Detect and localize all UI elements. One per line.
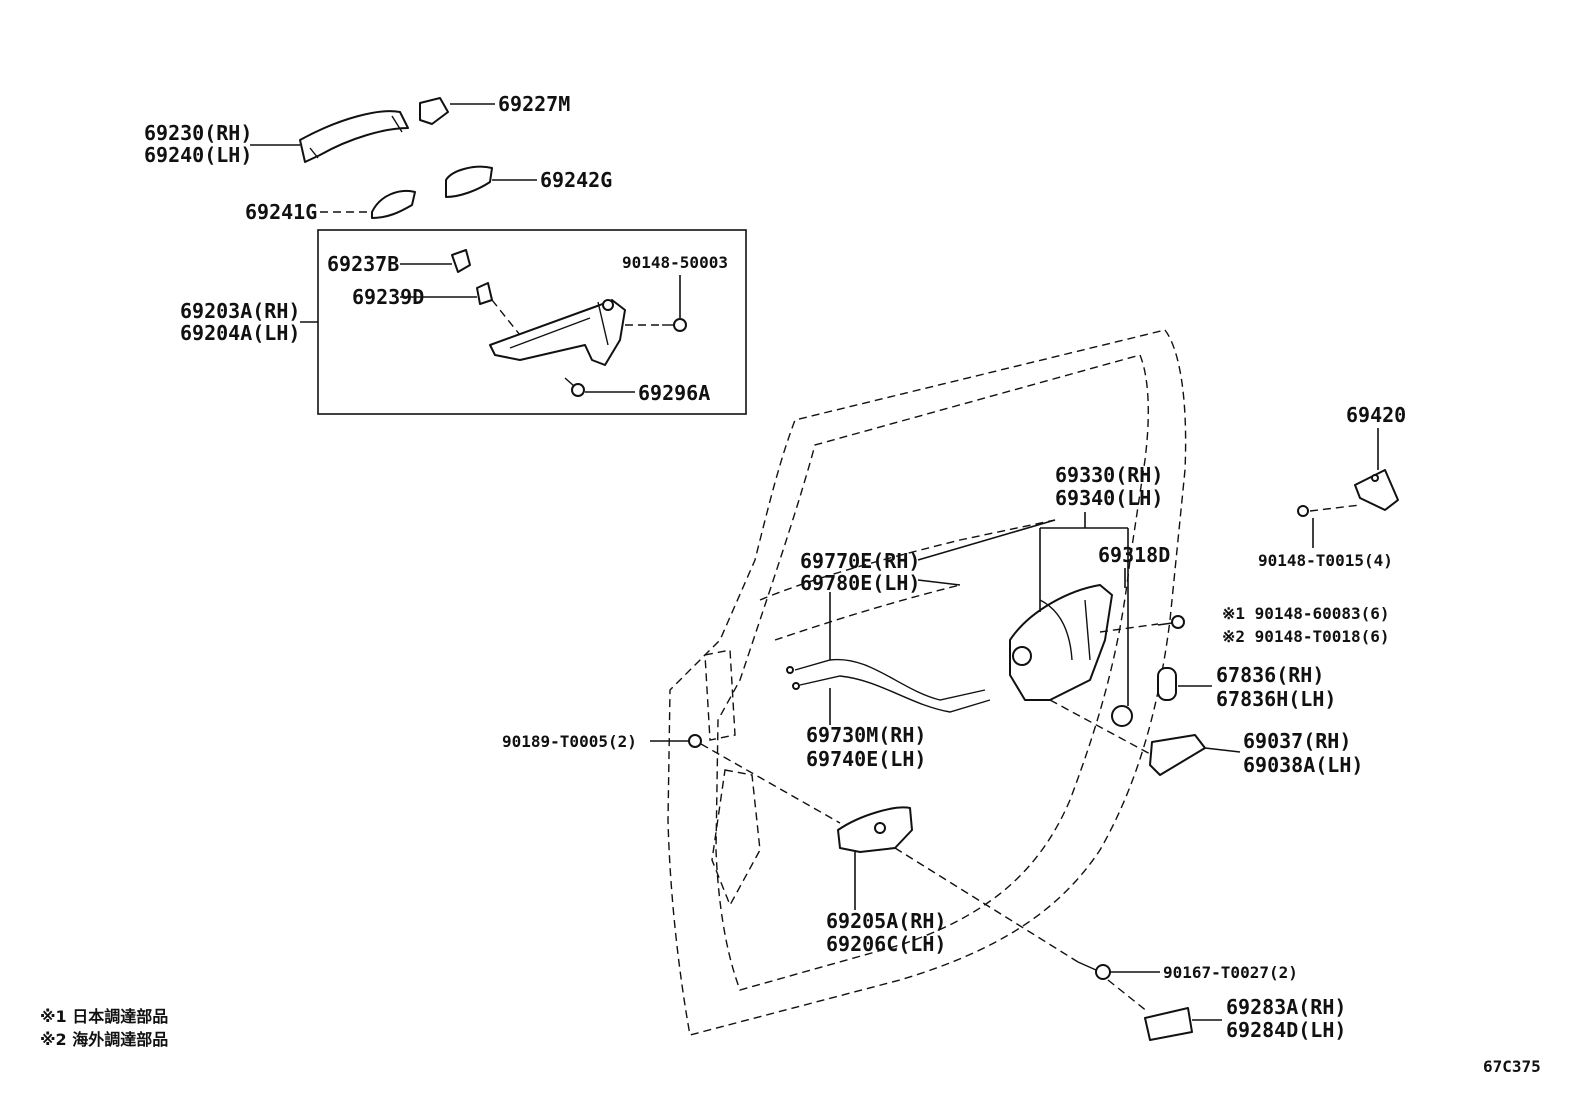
screw-90148-50003 xyxy=(662,318,687,332)
label-90189-T0005: 90189-T0005(2) xyxy=(502,732,637,751)
label-69239D: 69239D xyxy=(352,285,424,309)
label-69203A: 69203A(RH) xyxy=(180,299,300,323)
label-67836H: 67836H(LH) xyxy=(1216,687,1336,711)
part-labels: 69227M 69230(RH) 69240(LH) 69242G 69241G… xyxy=(144,92,1406,1042)
label-69318D: 69318D xyxy=(1098,543,1170,567)
screw-90167-T0027 xyxy=(1077,961,1111,980)
label-69740E: 69740E(LH) xyxy=(806,747,926,771)
figure-code: 67C375 xyxy=(1483,1057,1541,1076)
label-69730M: 69730M(RH) xyxy=(806,723,926,747)
label-69296A: 69296A xyxy=(638,381,710,405)
label-69227M: 69227M xyxy=(498,92,570,116)
door-outline xyxy=(667,329,1187,1036)
label-69340: 69340(LH) xyxy=(1055,486,1163,510)
cover-69318D xyxy=(1111,705,1133,727)
cable-69770E xyxy=(786,658,991,713)
footnote-2: ※2 海外調達部品 xyxy=(40,1030,168,1049)
label-69420: 69420 xyxy=(1346,403,1406,427)
outer-handle-69230 xyxy=(299,110,409,163)
leader-lines xyxy=(250,103,1379,1021)
label-69237B: 69237B xyxy=(327,252,399,276)
label-90148-60083: ※1 90148-60083(6) xyxy=(1222,604,1390,623)
label-90148-50003: 90148-50003 xyxy=(622,253,728,272)
label-69037: 69037(RH) xyxy=(1243,729,1351,753)
label-90167-T0027: 90167-T0027(2) xyxy=(1163,963,1298,982)
handle-pad-69242G xyxy=(445,165,493,198)
label-69230: 69230(RH) xyxy=(144,121,252,145)
screw-90148-T0015 xyxy=(1297,505,1309,517)
label-69284D: 69284D(LH) xyxy=(1226,1018,1346,1042)
door-lock-69330 xyxy=(1009,584,1113,701)
label-69770E: 69770E(RH) xyxy=(800,549,920,573)
striker-69420 xyxy=(1354,469,1399,511)
grommet-67836 xyxy=(1157,667,1177,701)
inner-handle-69205A xyxy=(837,806,913,853)
screw-90189-T0005 xyxy=(688,734,702,748)
label-69240: 69240(LH) xyxy=(144,143,252,167)
cap-69237B xyxy=(451,249,471,273)
handle-cap-69227M xyxy=(419,97,449,125)
label-69283A: 69283A(RH) xyxy=(1226,995,1346,1019)
label-69780E: 69780E(LH) xyxy=(800,571,920,595)
label-69204A: 69204A(LH) xyxy=(180,321,300,345)
label-67836: 67836(RH) xyxy=(1216,663,1324,687)
lever-69037 xyxy=(1149,734,1206,776)
cover-69283A xyxy=(1144,1007,1193,1041)
label-69205A: 69205A(RH) xyxy=(826,909,946,933)
frame-assembly-69203A xyxy=(489,299,626,366)
screw-69296A xyxy=(564,377,585,397)
screw-90148-60083 xyxy=(1157,615,1185,629)
label-69242G: 69242G xyxy=(540,168,612,192)
cap-69239D xyxy=(476,282,493,305)
label-90148-T0018: ※2 90148-T0018(6) xyxy=(1222,627,1390,646)
handle-pad-69241G xyxy=(371,190,416,219)
label-69038A: 69038A(LH) xyxy=(1243,753,1363,777)
label-69330: 69330(RH) xyxy=(1055,463,1163,487)
label-69206C: 69206C(LH) xyxy=(826,932,946,956)
label-69241G: 69241G xyxy=(245,200,317,224)
label-90148-T0015: 90148-T0015(4) xyxy=(1258,551,1393,570)
footnote-1: ※1 日本調達部品 xyxy=(40,1007,168,1026)
